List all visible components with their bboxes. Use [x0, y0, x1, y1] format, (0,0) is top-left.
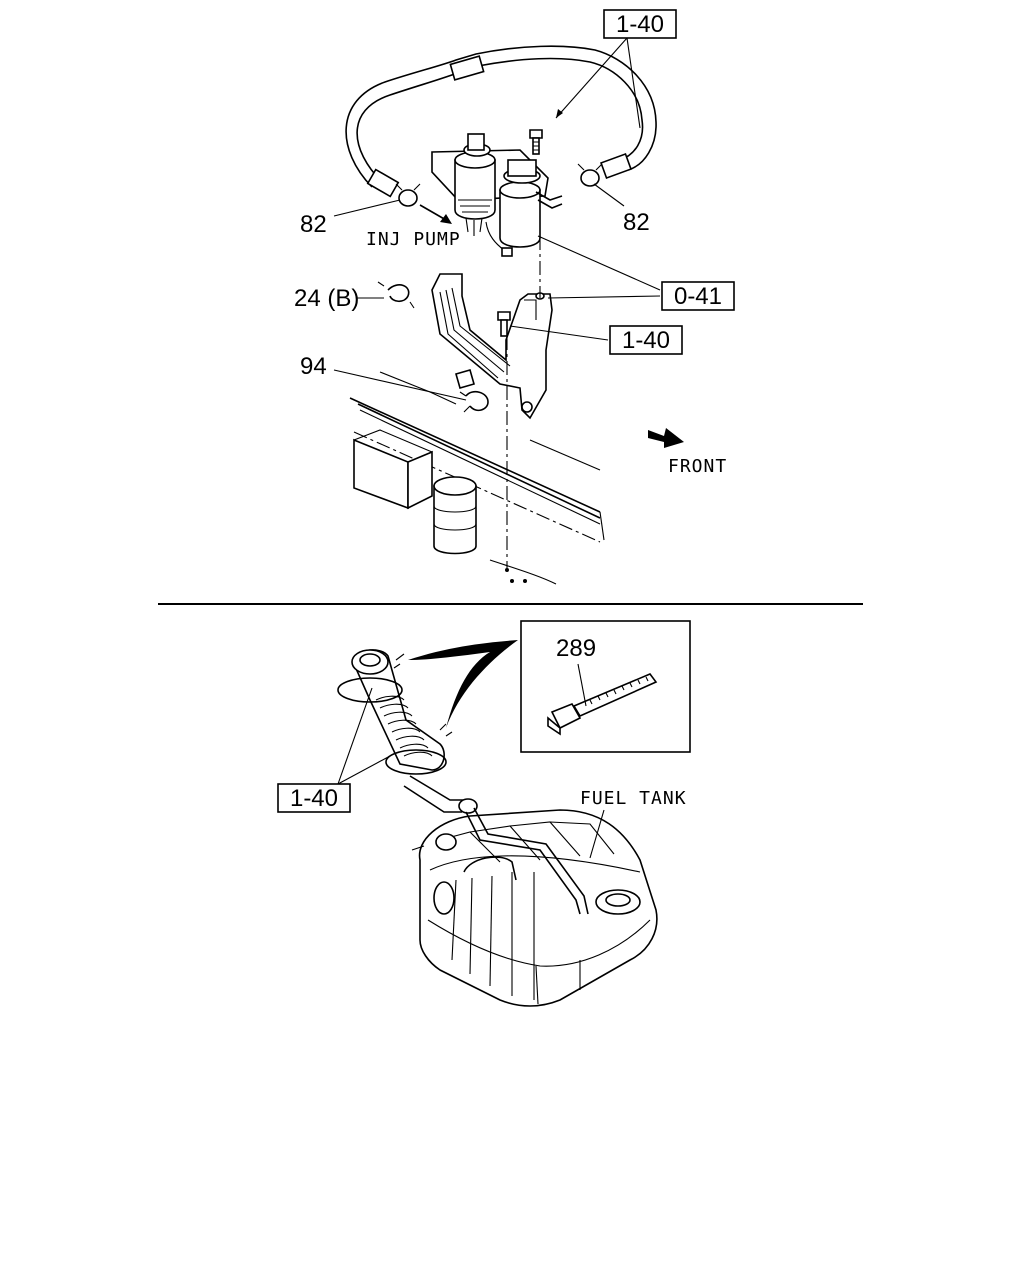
leader-lines-lower [337, 687, 605, 859]
fuel-tank [411, 807, 658, 1007]
hose-clip [377, 281, 415, 309]
callout-hose-top: 1-40 [603, 9, 677, 39]
cable-tie-detail-box [520, 620, 691, 753]
fuel-filter-assembly [345, 45, 657, 257]
callout-clamp-lower: 94 [300, 353, 327, 380]
filter-bracket [431, 273, 553, 420]
callout-filter-bracket-label: 0-41 [674, 283, 722, 310]
filter-mount-bolt [529, 129, 543, 155]
callout-filler-hose: 1-40 [277, 783, 351, 813]
callout-bracket-bolt: 1-40 [609, 325, 683, 355]
callout-hose-top-label: 1-40 [616, 11, 664, 38]
inj-pump-label: INJ PUMP [366, 229, 461, 250]
hose-clamp-lower [455, 369, 489, 413]
callout-clamp-left: 82 [300, 211, 327, 238]
fuel-hose-loop [345, 45, 657, 198]
fuel-tank-label: FUEL TANK [580, 788, 687, 809]
callout-filter-bracket: 0-41 [661, 281, 735, 311]
callout-clip: 24 (B) [294, 285, 359, 312]
leader-lines-upper [333, 30, 661, 401]
inj-pump-direction-arrow [419, 204, 452, 224]
vehicle-frame [349, 371, 605, 585]
callout-cable-tie: 289 [556, 635, 596, 662]
hose-clamp-left [395, 183, 421, 207]
callout-filler-hose-label: 1-40 [290, 785, 338, 812]
front-direction-arrow [648, 428, 684, 448]
hose-clamp-right [577, 163, 603, 187]
detail-pointer-arrow [408, 640, 518, 728]
fuel-filter-body [431, 133, 563, 257]
front-label: FRONT [668, 456, 727, 477]
callout-clamp-right: 82 [623, 209, 650, 236]
cable-tie-part [547, 673, 658, 736]
fuel-filler-neck [337, 649, 478, 814]
callout-bracket-bolt-label: 1-40 [622, 327, 670, 354]
